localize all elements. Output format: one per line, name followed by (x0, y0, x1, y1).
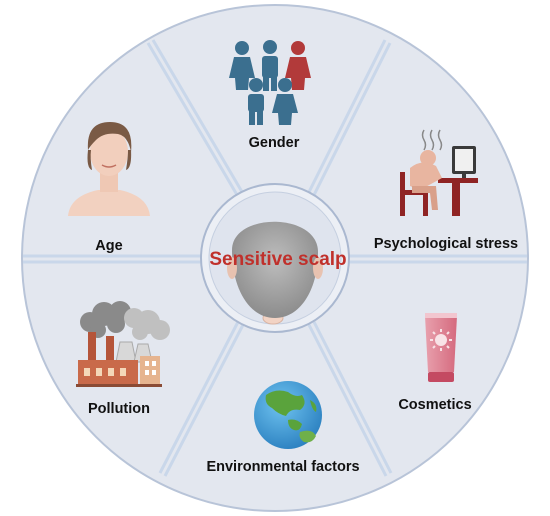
sector-dividers (23, 39, 527, 477)
center-label: Sensitive scalp (209, 249, 346, 270)
head-top-view-icon (227, 221, 323, 325)
factor-label-gender: Gender (249, 135, 300, 151)
people-group-icon (229, 40, 311, 125)
factory-smoke-icon (76, 301, 170, 387)
elderly-woman-icon (68, 122, 150, 216)
factor-label-age: Age (95, 238, 122, 254)
factor-label-cosmetics: Cosmetics (398, 397, 471, 413)
factor-label-pollution: Pollution (88, 401, 150, 417)
earth-globe-icon (254, 381, 322, 449)
factor-label-psychological-stress: Psychological stress (374, 236, 518, 252)
factor-label-environmental-factors: Environmental factors (206, 459, 359, 475)
stressed-person-at-desk-icon (400, 129, 478, 216)
cosmetic-tube-icon (425, 313, 457, 382)
